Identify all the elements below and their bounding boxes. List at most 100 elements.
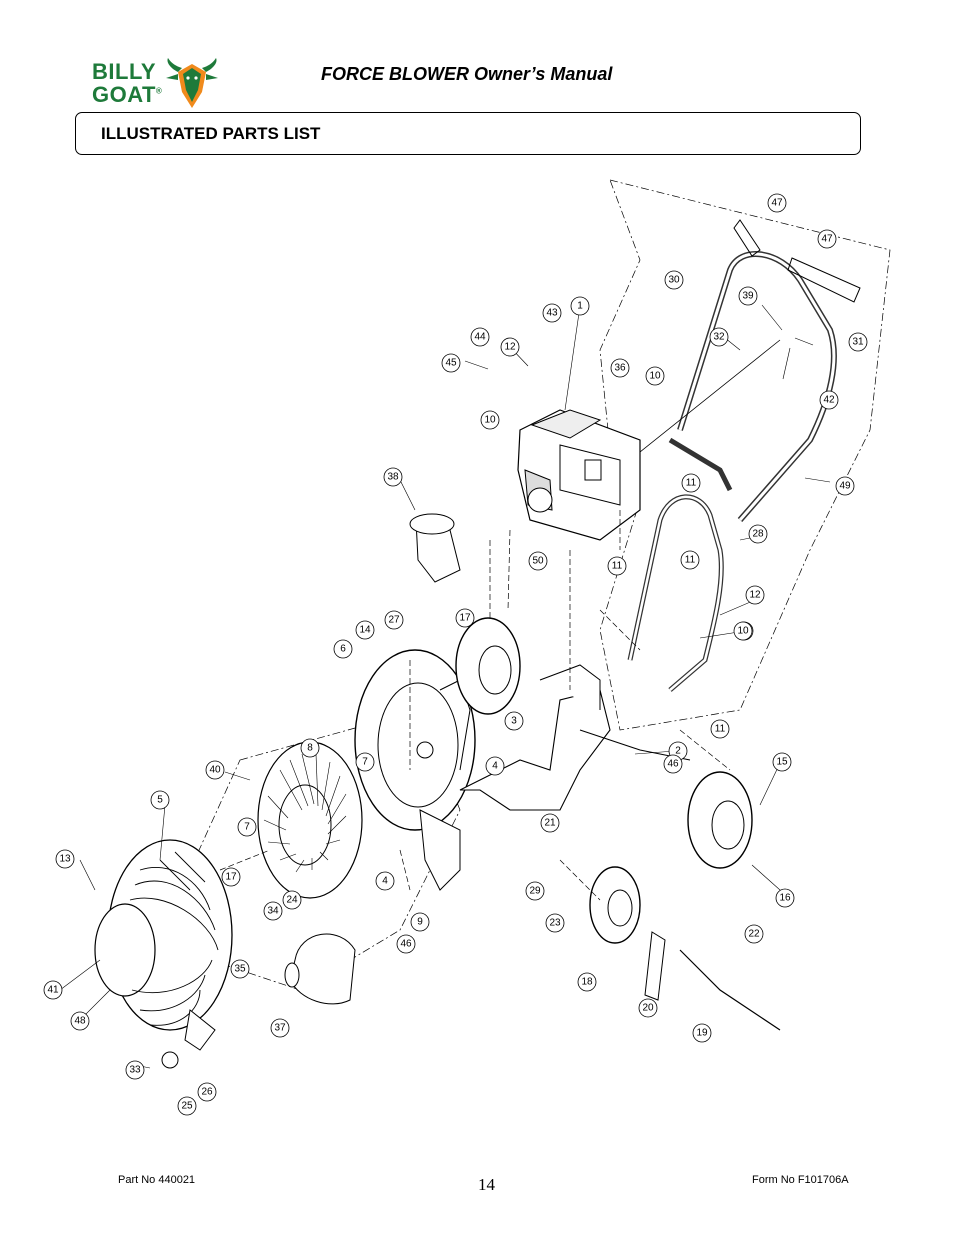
- callout-circle: [645, 366, 665, 386]
- callout-17: 17: [455, 608, 475, 628]
- callout-42: 42: [819, 390, 839, 410]
- callout-circle: [663, 754, 683, 774]
- callout-circle: [767, 193, 787, 213]
- callout-label: 26: [201, 1087, 213, 1098]
- callout-circle: [525, 881, 545, 901]
- callout-35: 35: [230, 959, 250, 979]
- callout-label: 19: [696, 1028, 708, 1039]
- callout-46: 46: [663, 754, 683, 774]
- callout-circle: [835, 476, 855, 496]
- callout-1: 1: [570, 296, 590, 316]
- callout-circle: [375, 871, 395, 891]
- callout-label: 11: [686, 478, 697, 489]
- callout-circle: [528, 551, 548, 571]
- callout-24: 24: [282, 890, 302, 910]
- callout-circle: [480, 410, 500, 430]
- callout-label: 41: [47, 985, 59, 996]
- callout-18: 18: [577, 972, 597, 992]
- callout-circle: [681, 473, 701, 493]
- callout-20: 20: [638, 998, 658, 1018]
- callout-13: 13: [55, 849, 75, 869]
- callout-label: 10: [649, 371, 661, 382]
- callout-3: 3: [504, 711, 524, 731]
- callout-circle: [230, 959, 250, 979]
- callout-circle: [205, 760, 225, 780]
- callout-4: 4: [485, 756, 505, 776]
- callout-circle: [542, 303, 562, 323]
- callout-30: 30: [664, 270, 684, 290]
- callout-label: 16: [779, 893, 791, 904]
- callout-label: 12: [749, 590, 761, 601]
- callout-circle: [545, 913, 565, 933]
- callout-43: 43: [542, 303, 562, 323]
- callout-label: 5: [157, 795, 163, 806]
- callout-9: 9: [410, 912, 430, 932]
- callout-47: 47: [817, 229, 837, 249]
- callout-45: 45: [441, 353, 461, 373]
- callout-label: 42: [823, 395, 835, 406]
- logo-line2: GOAT®: [92, 82, 162, 108]
- callout-circle: [300, 738, 320, 758]
- callout-circle: [263, 901, 283, 921]
- callout-label: 28: [752, 529, 764, 540]
- callout-circle: [748, 524, 768, 544]
- callout-label: 27: [388, 615, 400, 626]
- callout-label: 24: [286, 895, 298, 906]
- callout-label: 46: [400, 939, 412, 950]
- callout-38: 38: [383, 467, 403, 487]
- callout-39: 39: [738, 286, 758, 306]
- callout-label: 46: [667, 759, 679, 770]
- callout-circle: [610, 358, 630, 378]
- callout-label: 21: [544, 818, 556, 829]
- callout-11: 11: [681, 473, 701, 493]
- callout-label: 4: [492, 761, 498, 772]
- callout-label: 38: [387, 472, 399, 483]
- callout-circle: [570, 296, 590, 316]
- callout-circle: [383, 467, 403, 487]
- callout-34: 34: [263, 901, 283, 921]
- callout-circle: [710, 719, 730, 739]
- callout-circle: [355, 620, 375, 640]
- callout-label: 2: [675, 746, 681, 757]
- logo-line2-text: GOAT: [92, 82, 156, 107]
- callout-circle: [772, 752, 792, 772]
- callout-36: 36: [610, 358, 630, 378]
- callout-circle: [540, 813, 560, 833]
- callout-41: 41: [43, 980, 63, 1000]
- callout-label: 11: [685, 555, 696, 566]
- callout-label: 8: [307, 743, 313, 754]
- callout-label: 47: [771, 198, 783, 209]
- footer-form-number: Form No F101706A: [752, 1174, 849, 1186]
- callout-29: 29: [525, 881, 545, 901]
- callout-label: 35: [234, 964, 246, 975]
- callout-label: 32: [713, 332, 725, 343]
- callout-47: 47: [767, 193, 787, 213]
- callout-label: 29: [529, 886, 541, 897]
- callout-label: 15: [776, 757, 788, 768]
- callout-6: 6: [333, 639, 353, 659]
- callout-label: 17: [225, 872, 237, 883]
- callout-label: 7: [362, 757, 368, 768]
- callout-11: 11: [680, 550, 700, 570]
- callout-label: 22: [748, 929, 760, 940]
- callout-50: 50: [528, 551, 548, 571]
- callout-25: 25: [177, 1096, 197, 1116]
- logo-line1: BILLY: [92, 59, 157, 84]
- callout-16: 16: [775, 888, 795, 908]
- callout-label: 44: [474, 332, 486, 343]
- callout-circle: [70, 1011, 90, 1031]
- callout-label: 9: [417, 917, 423, 928]
- callout-circle: [55, 849, 75, 869]
- goat-head-icon: [166, 58, 218, 108]
- callout-label: 43: [546, 308, 558, 319]
- callout-label: 10: [737, 626, 749, 637]
- callout-label: 50: [532, 556, 544, 567]
- callout-28: 28: [748, 524, 768, 544]
- callout-label: 37: [274, 1023, 286, 1034]
- callout-48: 48: [70, 1011, 90, 1031]
- callout-circle: [775, 888, 795, 908]
- callout-circle: [744, 924, 764, 944]
- callout-circle: [738, 286, 758, 306]
- callout-12: 12: [500, 337, 520, 357]
- callout-label: 39: [742, 291, 754, 302]
